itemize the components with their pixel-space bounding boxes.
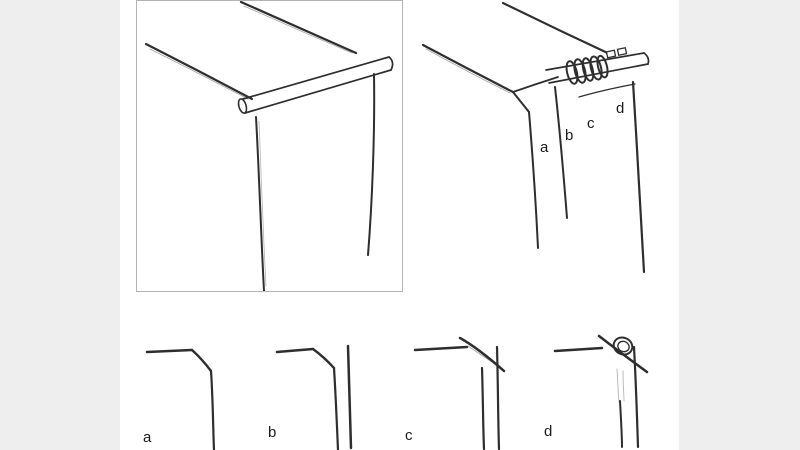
- label-a-bottom: a: [143, 429, 152, 446]
- curtain-pole: [545, 46, 650, 84]
- label-b-top-right: b: [565, 127, 574, 144]
- label-b-bottom: b: [268, 424, 277, 441]
- pole-rings: [565, 54, 609, 85]
- curtain-panel: [255, 73, 376, 291]
- curtain-pole: [237, 56, 394, 114]
- label-c-top-right: c: [587, 115, 595, 132]
- curtain-pole-clips-sketch: [144, 1, 394, 291]
- curtain-panel: [512, 76, 646, 274]
- detail-d: [553, 334, 649, 449]
- framed-illustration-panel: [136, 0, 403, 292]
- detail-b: [275, 344, 353, 450]
- curtain-pole-rings-sketch: [421, 1, 650, 274]
- curtain-ring: [612, 336, 634, 356]
- label-a-top-right: a: [540, 139, 549, 156]
- label-c-bottom: c: [405, 427, 413, 444]
- wall-lines: [421, 1, 616, 94]
- edge-detail-sketches: [145, 334, 649, 450]
- label-d-top-right: d: [616, 100, 625, 117]
- detail-c: [413, 336, 506, 450]
- detail-a: [145, 348, 216, 450]
- label-d-bottom: d: [544, 423, 553, 440]
- wall-lines: [144, 1, 358, 101]
